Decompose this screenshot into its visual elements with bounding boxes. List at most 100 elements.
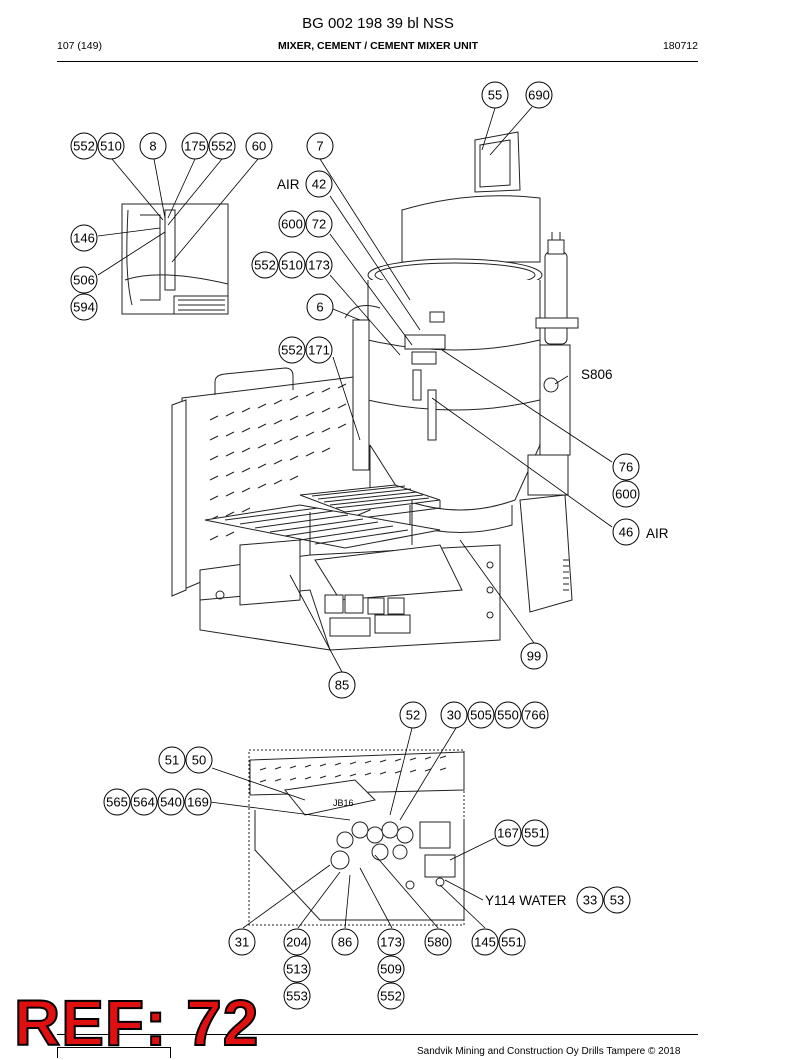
section-title: MIXER, CEMENT / CEMENT MIXER UNIT [277, 40, 479, 52]
callout-46: 46 [612, 518, 640, 546]
callout-99: 99 [520, 642, 548, 670]
callout-72: 72 [305, 210, 333, 238]
svg-text:33: 33 [583, 893, 597, 908]
callout-565: 565 [103, 788, 131, 816]
svg-text:76: 76 [619, 460, 633, 475]
callout-76: 76 [612, 453, 640, 481]
callout-540: 540 [157, 788, 185, 816]
callout-31: 31 [228, 928, 256, 956]
svg-text:553: 553 [286, 989, 308, 1004]
callout-42: 42 [305, 170, 333, 198]
callout-51: 51 [158, 746, 186, 774]
svg-text:552: 552 [281, 343, 303, 358]
svg-text:204: 204 [286, 935, 308, 950]
svg-text:505: 505 [470, 708, 492, 723]
callout-766: 766 [521, 701, 549, 729]
svg-text:85: 85 [335, 678, 349, 693]
document-code: 180712 [662, 40, 698, 52]
callout-506: 506 [70, 266, 98, 294]
callout-505: 505 [467, 701, 495, 729]
y114-water-label: Y114 WATER [485, 893, 567, 908]
callout-552: 552 [278, 336, 306, 364]
callout-513: 513 [283, 955, 311, 983]
callout-552: 552 [208, 132, 236, 160]
callout-553: 553 [283, 982, 311, 1010]
callout-550: 550 [494, 701, 522, 729]
valve-tag: JB16 [333, 798, 354, 808]
callout-175: 175 [181, 132, 209, 160]
callout-30: 30 [440, 701, 468, 729]
callout-509: 509 [377, 955, 405, 983]
footer-copyright: Sandvik Mining and Construction Oy Drill… [417, 1046, 681, 1057]
s806-label: S806 [581, 367, 613, 382]
svg-text:550: 550 [497, 708, 519, 723]
svg-text:169: 169 [187, 795, 209, 810]
svg-text:86: 86 [338, 935, 352, 950]
callout-204: 204 [283, 928, 311, 956]
callout-86: 86 [331, 928, 359, 956]
svg-text:31: 31 [235, 935, 249, 950]
svg-text:510: 510 [281, 258, 303, 273]
svg-text:552: 552 [254, 258, 276, 273]
svg-text:600: 600 [615, 487, 637, 502]
svg-text:594: 594 [73, 300, 95, 315]
svg-text:173: 173 [308, 258, 330, 273]
svg-text:175: 175 [184, 139, 206, 154]
svg-text:506: 506 [73, 273, 95, 288]
svg-text:600: 600 [281, 217, 303, 232]
callout-169: 169 [184, 788, 212, 816]
svg-text:46: 46 [619, 525, 633, 540]
svg-text:552: 552 [211, 139, 233, 154]
callout-552: 552 [377, 982, 405, 1010]
main-leader-lines [97, 106, 613, 673]
callout-600: 600 [278, 210, 306, 238]
callout-146: 146 [70, 224, 98, 252]
svg-text:565: 565 [106, 795, 128, 810]
svg-text:551: 551 [501, 935, 523, 950]
main-assembly-illustration [121, 131, 579, 651]
svg-text:540: 540 [160, 795, 182, 810]
svg-text:42: 42 [312, 177, 326, 192]
callout-510: 510 [278, 251, 306, 279]
svg-text:509: 509 [380, 962, 402, 977]
svg-text:99: 99 [527, 649, 541, 664]
svg-text:6: 6 [316, 300, 323, 315]
callout-85: 85 [328, 671, 356, 699]
callout-551: 551 [498, 928, 526, 956]
callout-510: 510 [97, 132, 125, 160]
svg-text:145: 145 [474, 935, 496, 950]
callout-52: 52 [399, 701, 427, 729]
callout-173: 173 [305, 251, 333, 279]
callout-171: 171 [305, 336, 333, 364]
callout-53: 53 [603, 886, 631, 914]
document-title: BG 002 198 39 bl NSS [302, 15, 454, 32]
callout-690: 690 [525, 81, 553, 109]
callout-173: 173 [377, 928, 405, 956]
callout-552: 552 [70, 132, 98, 160]
callout-167: 167 [494, 819, 522, 847]
callout-60: 60 [245, 132, 273, 160]
svg-text:55: 55 [488, 88, 502, 103]
callout-7: 7 [306, 132, 334, 160]
callout-33: 33 [576, 886, 604, 914]
ref-label: REF: 72 [13, 986, 260, 1060]
svg-text:60: 60 [252, 139, 266, 154]
svg-text:8: 8 [149, 139, 156, 154]
svg-text:552: 552 [380, 989, 402, 1004]
svg-text:171: 171 [308, 343, 330, 358]
svg-text:167: 167 [497, 826, 519, 841]
callout-145: 145 [471, 928, 499, 956]
air-label-top: AIR [277, 177, 300, 192]
svg-text:146: 146 [73, 231, 95, 246]
callout-594: 594 [70, 293, 98, 321]
page-number: 107 (149) [57, 40, 102, 52]
svg-text:766: 766 [524, 708, 546, 723]
svg-text:510: 510 [100, 139, 122, 154]
air-label-right: AIR [646, 526, 669, 541]
callout-600: 600 [612, 480, 640, 508]
footer-rule [57, 1034, 698, 1035]
callout-551: 551 [521, 819, 549, 847]
svg-text:513: 513 [286, 962, 308, 977]
svg-text:52: 52 [406, 708, 420, 723]
